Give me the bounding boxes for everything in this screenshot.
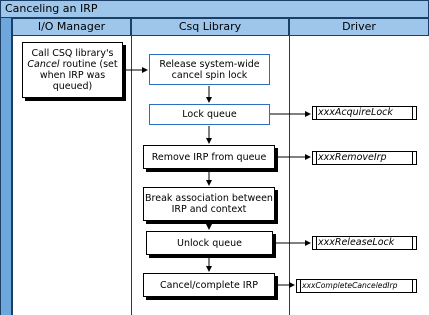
lane-driver (289, 36, 429, 315)
lane-header-driver: Driver (289, 18, 429, 36)
io-box-suffix: routine (set when IRP was queued) (39, 59, 118, 92)
io-box-prefix: Call CSQ library's (31, 48, 114, 59)
xxx-complete-canceled-irp-routine: xxxCompleteCanceledIrp (296, 279, 417, 293)
break-association-box: Break association between IRP and contex… (143, 187, 275, 221)
diagram-title: Canceling an IRP (0, 0, 429, 18)
remove-irp-box: Remove IRP from queue (143, 145, 275, 169)
lock-queue-box: Lock queue (149, 104, 270, 125)
xxx-remove-irp-routine: xxxRemoveIrp (312, 151, 417, 165)
io-box-emphasis: Cancel (27, 59, 60, 70)
left-stripe (0, 18, 12, 315)
cancel-complete-irp-box: Cancel/complete IRP (143, 273, 275, 297)
unlock-queue-box: Unlock queue (146, 231, 273, 255)
call-cancel-routine-box: Call CSQ library's Cancel routine (set w… (22, 42, 123, 98)
lane-header-csq-library: Csq Library (131, 18, 289, 36)
xxx-release-lock-routine: xxxReleaseLock (312, 236, 417, 250)
xxx-acquire-lock-routine: xxxAcquireLock (312, 106, 417, 120)
lane-header-io-manager: I/O Manager (12, 18, 131, 36)
release-spin-lock-box: Release system-wide cancel spin lock (149, 54, 270, 85)
